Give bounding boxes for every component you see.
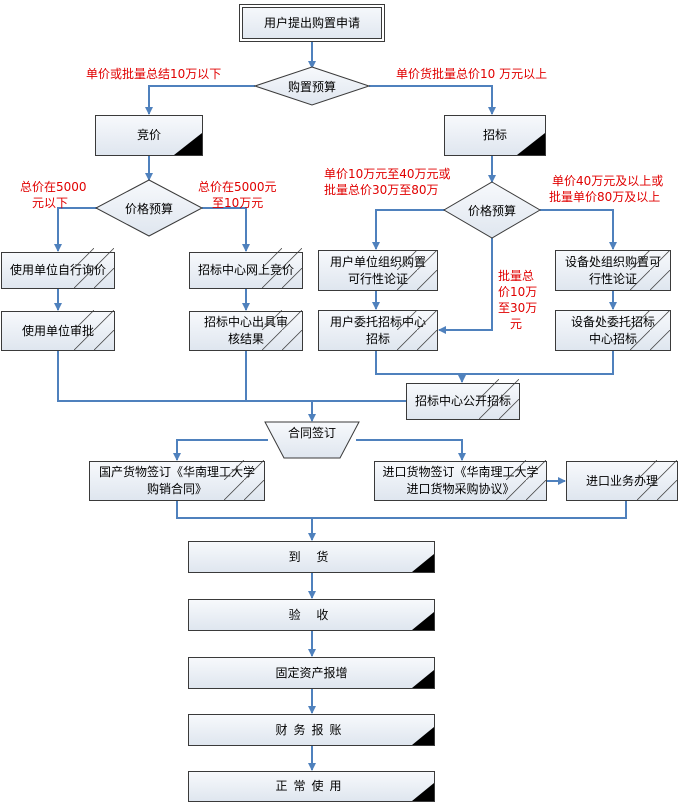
unit-approval-box: 使用单位审批 (1, 310, 115, 351)
arrival-label: 到 货 (288, 549, 335, 564)
dept-entrust-box: 设备处委托招标中心招标 (555, 310, 671, 351)
condition-mid-range-line2: 批量总价30万至80万 (324, 183, 439, 197)
corner-slash-icon (630, 250, 670, 290)
contract-shape (264, 421, 360, 459)
bidding-box: 竞价 (95, 115, 203, 156)
budget-diamond (253, 66, 371, 106)
condition-over-100k: 单价货批量总价10 万元以上 (396, 67, 548, 81)
corner-slash-icon (397, 250, 437, 290)
condition-high-range-line1: 单价40万元及以上或 (552, 174, 664, 188)
acceptance-box: 验 收 (188, 599, 435, 631)
contract-label: 合同签订 (287, 426, 336, 440)
tender-box: 招标 (444, 115, 546, 156)
user-entrust-box: 用户委托招标中心招标 (318, 310, 438, 351)
self-inquiry-box: 使用单位自行询价 (1, 248, 115, 289)
domestic-contract-box: 国产货物签订《华南理工大学购销合同》 (89, 460, 265, 501)
condition-5000-to-100k-line1: 总价在5000元 (198, 180, 277, 194)
domestic-contract-label: 国产货物签订《华南理工大学购销合同》 (98, 465, 255, 496)
corner-slash-icon (74, 310, 114, 350)
asset-registration-label: 固定资产报增 (275, 665, 348, 680)
corner-slash-icon (262, 310, 302, 350)
condition-mid-range-line1: 单价10万元至40万元或 (324, 167, 451, 181)
corner-mark-icon (517, 133, 545, 155)
corner-slash-icon (74, 248, 114, 288)
dept-feasibility-box: 设备处组织购置可行性论证 (555, 250, 671, 291)
corner-mark-icon (412, 554, 434, 572)
online-bid-box: 招标中心网上竞价 (189, 248, 303, 289)
condition-under-5000-line1: 总价在5000 (20, 180, 87, 194)
import-contract-label: 进口货物签订《华南理工大学进口货物采购协议》 (382, 465, 539, 496)
corner-slash-icon (262, 248, 302, 288)
condition-batch-line2: 价10万 (498, 285, 538, 299)
reimbursement-label: 财务报账 (275, 722, 348, 737)
corner-slash-icon (506, 460, 546, 500)
budget-decision-label: 购置预算 (287, 80, 336, 94)
normal-use-label: 正常使用 (275, 779, 348, 793)
corner-mark-icon (174, 133, 202, 155)
price-budget-left-diamond (94, 179, 204, 237)
asset-registration-box: 固定资产报增 (188, 657, 435, 689)
corner-slash-icon (479, 379, 519, 419)
condition-high-range-line2: 批量单价80万及以上 (549, 190, 661, 204)
condition-batch-line4: 元 (510, 317, 523, 331)
corner-slash-icon (630, 310, 670, 350)
condition-under-5000-line2: 元以下 (32, 196, 69, 210)
arrival-box: 到 货 (188, 541, 435, 573)
condition-under-100k: 单价或批量总结10万以下 (86, 67, 222, 81)
acceptance-label: 验 收 (288, 607, 335, 622)
corner-mark-icon (412, 612, 434, 630)
reimbursement-box: 财务报账 (188, 714, 435, 746)
import-contract-box: 进口货物签订《华南理工大学进口货物采购协议》 (374, 460, 547, 501)
corner-mark-icon (412, 783, 434, 801)
bidding-label: 竞价 (136, 128, 161, 142)
price-budget-right-label: 价格预算 (467, 204, 516, 218)
corner-mark-icon (412, 727, 434, 745)
corner-slash-icon (637, 460, 677, 500)
purchase-request-box: 用户提出购置申请 (239, 4, 385, 42)
condition-batch-line1: 批量总 (498, 269, 535, 283)
price-budget-left-label: 价格预算 (124, 202, 173, 216)
corner-slash-icon (224, 460, 264, 500)
condition-batch-line3: 至30万 (498, 301, 538, 315)
corner-slash-icon (397, 310, 437, 350)
normal-use-box: 正常使用 (188, 771, 435, 802)
user-feasibility-box: 用户单位组织购置可行性论证 (318, 250, 438, 291)
corner-mark-icon (412, 670, 434, 688)
import-process-box: 进口业务办理 (566, 460, 678, 501)
condition-5000-to-100k-line2: 至10万元 (212, 196, 264, 210)
public-tender-box: 招标中心公开招标 (406, 379, 520, 420)
purchase-request-label: 用户提出购置申请 (263, 15, 360, 30)
audit-result-box: 招标中心出具审核结果 (189, 310, 303, 351)
price-budget-right-diamond (443, 181, 541, 239)
tender-label: 招标 (482, 128, 507, 142)
